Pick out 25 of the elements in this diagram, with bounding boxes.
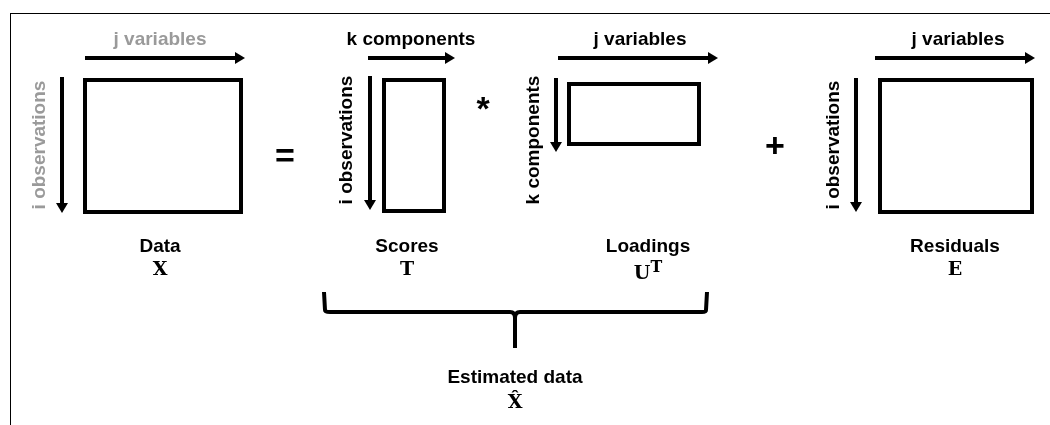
axis-label: i observations <box>335 75 355 205</box>
matrix-box <box>382 78 446 213</box>
matrix-name: Data <box>139 236 181 255</box>
matrix-box <box>878 78 1034 214</box>
operator-sign: * <box>476 91 490 125</box>
matrix-symbol: E <box>947 259 963 278</box>
axis-label: i observations <box>28 80 48 210</box>
matrix-symbol: X <box>152 259 168 278</box>
result-name: Estimated data <box>447 366 583 386</box>
axis-label: j variables <box>593 28 687 48</box>
matrix-name: Residuals <box>910 236 1000 255</box>
matrix-symbol: T <box>399 259 415 278</box>
operator-sign: = <box>275 138 295 172</box>
matrix-name: Scores <box>375 236 439 255</box>
matrix-name: Loadings <box>605 236 691 255</box>
matrix-symbol: U$^{T}$ <box>633 259 663 283</box>
axis-label: j variables <box>113 28 207 48</box>
operator-sign: + <box>765 128 785 162</box>
axis-label: j variables <box>911 28 1005 48</box>
matrix-box <box>83 78 243 214</box>
matrix-box <box>567 82 701 146</box>
axis-label: k components <box>522 75 542 205</box>
matrix-symbol: X̂ <box>507 391 523 411</box>
axis-label: k components <box>346 28 476 48</box>
axis-label: i observations <box>822 80 842 210</box>
